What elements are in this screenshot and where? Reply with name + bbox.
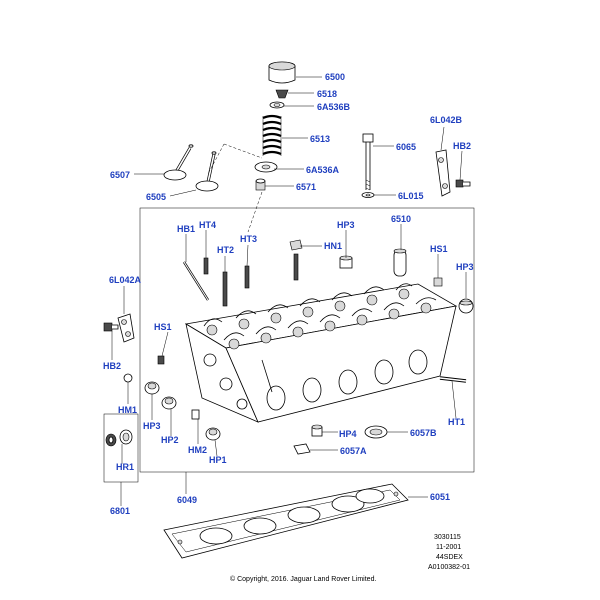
label-6L042B[interactable]: 6L042B bbox=[430, 115, 463, 125]
plug-HP3-right[interactable] bbox=[458, 298, 474, 314]
label-6057B[interactable]: 6057B bbox=[410, 428, 437, 438]
label-6A536A[interactable]: 6A536A bbox=[306, 165, 340, 175]
bracket-bolt-HB2-top[interactable] bbox=[455, 179, 471, 188]
label-HM2[interactable]: HM2 bbox=[188, 445, 207, 455]
label-HT4[interactable]: HT4 bbox=[199, 220, 216, 230]
plug-HP4[interactable] bbox=[311, 424, 323, 437]
label-6051[interactable]: 6051 bbox=[430, 492, 450, 502]
label-HB1[interactable]: HB1 bbox=[177, 224, 195, 234]
plug-HP2[interactable] bbox=[161, 396, 177, 410]
seal-6057A[interactable] bbox=[293, 443, 311, 455]
label-6513[interactable]: 6513 bbox=[310, 134, 330, 144]
plug-HP3-left[interactable] bbox=[144, 381, 160, 395]
label-6801[interactable]: 6801 bbox=[110, 506, 130, 516]
label-6510[interactable]: 6510 bbox=[391, 214, 411, 224]
seal-kit-HR1[interactable] bbox=[105, 429, 133, 447]
stud-HB1[interactable] bbox=[182, 261, 210, 301]
label-HT1[interactable]: HT1 bbox=[448, 417, 465, 427]
label-6507[interactable]: 6507 bbox=[110, 170, 130, 180]
label-6L042A[interactable]: 6L042A bbox=[109, 275, 142, 285]
label-HP3-right[interactable]: HP3 bbox=[456, 262, 474, 272]
washer-6L015[interactable] bbox=[361, 192, 375, 198]
label-HP2[interactable]: HP2 bbox=[161, 435, 179, 445]
label-HP1[interactable]: HP1 bbox=[209, 455, 227, 465]
label-6571[interactable]: 6571 bbox=[296, 182, 316, 192]
valve-collet-6518[interactable] bbox=[275, 89, 289, 99]
head-gasket-6051[interactable] bbox=[163, 483, 409, 559]
stud-HT4[interactable] bbox=[203, 257, 209, 275]
label-HP3-left[interactable]: HP3 bbox=[143, 421, 161, 431]
label-HR1[interactable]: HR1 bbox=[116, 462, 134, 472]
clip-HN1[interactable] bbox=[289, 239, 303, 251]
copyright-notice: © Copyright, 2016. Jaguar Land Rover Lim… bbox=[230, 575, 376, 583]
exhaust-valve-6507[interactable] bbox=[163, 144, 194, 181]
label-HB2-top[interactable]: HB2 bbox=[453, 141, 471, 151]
screw-HS1-right[interactable] bbox=[433, 277, 443, 287]
valve-spring-6513[interactable] bbox=[262, 114, 282, 156]
label-HP3-mid[interactable]: HP3 bbox=[337, 220, 355, 230]
label-6057A[interactable]: 6057A bbox=[340, 446, 367, 456]
valve-stem-seal-6571[interactable] bbox=[255, 178, 266, 191]
info-line-4: A0100382-01 bbox=[428, 564, 470, 571]
label-HM1[interactable]: HM1 bbox=[118, 405, 137, 415]
label-6500[interactable]: 6500 bbox=[325, 72, 345, 82]
pin-6510[interactable] bbox=[393, 248, 407, 277]
info-line-2: 11-2001 bbox=[436, 544, 461, 551]
stud-HT2[interactable] bbox=[222, 271, 228, 307]
label-HT3[interactable]: HT3 bbox=[240, 234, 257, 244]
seal-6057B[interactable] bbox=[364, 425, 388, 439]
plug-HM1[interactable] bbox=[123, 373, 133, 383]
label-6049[interactable]: 6049 bbox=[177, 495, 197, 505]
info-line-3: 44SDEX bbox=[436, 554, 463, 561]
label-6505[interactable]: 6505 bbox=[146, 192, 166, 202]
head-bolt-6065[interactable] bbox=[362, 133, 374, 191]
spring-seat-6A536A[interactable] bbox=[254, 161, 278, 173]
spring-retainer-6A536B[interactable] bbox=[269, 101, 285, 109]
part-labels: 6500 6518 6A536B 6513 6065 6L042B HB2 65… bbox=[103, 72, 474, 516]
label-HB2-left[interactable]: HB2 bbox=[103, 361, 121, 371]
label-HS1-left[interactable]: HS1 bbox=[154, 322, 172, 332]
intake-valve-6505[interactable] bbox=[195, 151, 219, 192]
label-HS1-right[interactable]: HS1 bbox=[430, 244, 448, 254]
label-6518[interactable]: 6518 bbox=[317, 89, 337, 99]
illustration-info: 3030115 11-2001 44SDEX A0100382-01 bbox=[428, 534, 470, 571]
cylinder-head-6049[interactable] bbox=[184, 283, 458, 423]
bracket-bolt-HB2-left[interactable] bbox=[103, 322, 119, 332]
label-6L015[interactable]: 6L015 bbox=[398, 191, 424, 201]
label-HP4[interactable]: HP4 bbox=[339, 429, 357, 439]
lifting-bracket-6L042A[interactable] bbox=[117, 313, 135, 343]
label-HN1[interactable]: HN1 bbox=[324, 241, 342, 251]
label-6065[interactable]: 6065 bbox=[396, 142, 416, 152]
stud-center bbox=[293, 253, 299, 281]
stud-HT3[interactable] bbox=[244, 265, 250, 289]
lifting-bracket-6L042B[interactable] bbox=[435, 149, 451, 197]
plug-HP1[interactable] bbox=[205, 427, 221, 441]
tappet-bucket-6500[interactable] bbox=[268, 61, 296, 84]
label-HT2[interactable]: HT2 bbox=[217, 245, 234, 255]
plug-HM2[interactable] bbox=[191, 409, 200, 420]
leader-lines bbox=[111, 76, 467, 506]
cylinder-head-frame bbox=[139, 207, 475, 473]
stud-HT1[interactable] bbox=[439, 376, 467, 383]
info-line-1: 3030115 bbox=[434, 534, 461, 541]
screw-HS1-left[interactable] bbox=[157, 355, 165, 365]
label-6A536B[interactable]: 6A536B bbox=[317, 102, 351, 112]
